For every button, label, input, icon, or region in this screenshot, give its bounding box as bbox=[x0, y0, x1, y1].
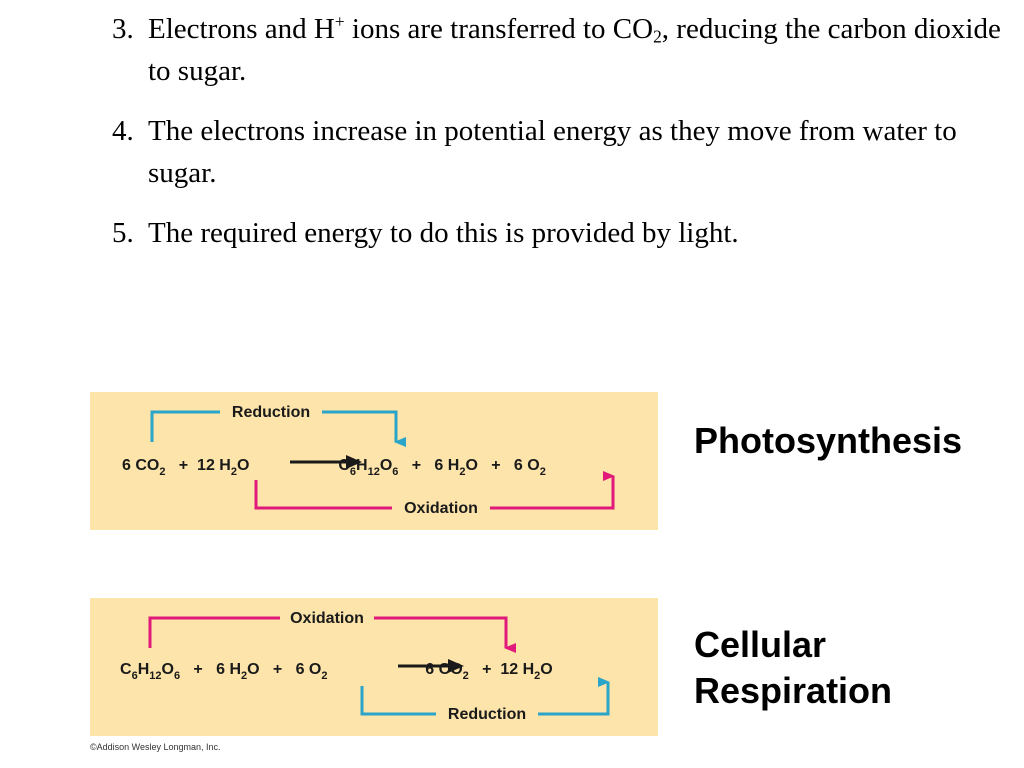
point-text: The electrons increase in potential ener… bbox=[148, 115, 957, 189]
respiration-equation: C6​H12​O6​ + 6 H2​O + 6 O2​ 6 CO2​ + 12 … bbox=[120, 661, 553, 682]
oxidation-arrow-path bbox=[148, 616, 506, 648]
copyright-credit: ©Addison Wesley Longman, Inc. bbox=[90, 742, 221, 752]
reaction-arrowhead bbox=[346, 455, 362, 469]
point-5: 5. The required energy to do this is pro… bbox=[112, 212, 1002, 254]
respiration-equation-panel: Oxidation C6​H12​O6​ + 6 H2​O + 6 O2​ 6 … bbox=[90, 598, 658, 736]
point-4: 4. The electrons increase in potential e… bbox=[112, 110, 1002, 194]
respiration-diagram: Oxidation C6​H12​O6​ + 6 H2​O + 6 O2​ 6 … bbox=[120, 610, 658, 723]
explanation-list: 3. Electrons and H+ ions are transferred… bbox=[112, 8, 1002, 272]
photosynthesis-equation-panel: Reduction 6 CO2​ + 12 H2​O C6​H12​O6​ + … bbox=[90, 392, 658, 530]
point-text: The required energy to do this is provid… bbox=[148, 217, 739, 249]
point-3: 3. Electrons and H+ ions are transferred… bbox=[112, 8, 1002, 92]
oxidation-label: Oxidation bbox=[404, 500, 478, 517]
point-text: Electrons and H+ ions are transferred to… bbox=[148, 11, 1001, 87]
oxidation-arrow-path bbox=[254, 476, 613, 510]
photosynthesis-equation: 6 CO2​ + 12 H2​O C6​H12​O6​ + 6 H2​O + 6… bbox=[122, 457, 546, 478]
reduction-arrow-path bbox=[150, 410, 396, 442]
point-number: 4. bbox=[112, 115, 134, 147]
photosynthesis-label: Photosynthesis bbox=[694, 420, 963, 461]
cellular-respiration-label: Cellular Respiration bbox=[694, 624, 893, 711]
reduction-arrow-path bbox=[360, 682, 608, 716]
photosynthesis-diagram: Reduction 6 CO2​ + 12 H2​O C6​H12​O6​ + … bbox=[122, 404, 658, 517]
reaction-arrowhead bbox=[448, 659, 464, 673]
reduction-label: Reduction bbox=[448, 706, 526, 723]
point-number: 3. bbox=[112, 13, 134, 45]
reduction-label: Reduction bbox=[232, 404, 310, 421]
oxidation-label: Oxidation bbox=[290, 610, 364, 627]
point-number: 5. bbox=[112, 217, 134, 249]
